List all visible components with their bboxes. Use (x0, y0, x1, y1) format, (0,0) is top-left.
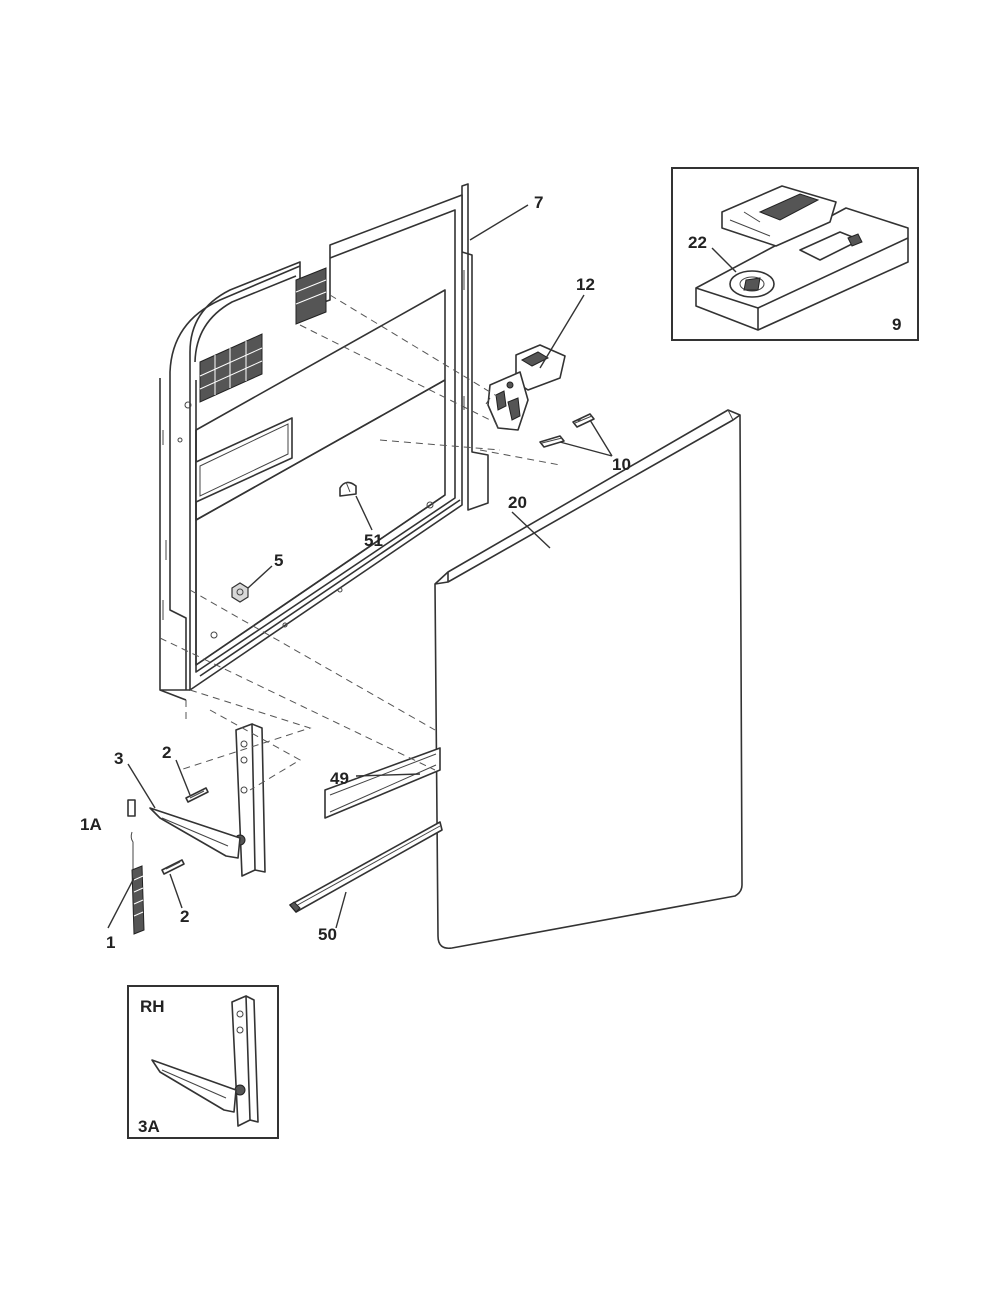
label-part-7: 7 (534, 193, 543, 212)
door-latch-part-12 (485, 344, 566, 431)
screw-part-2-lower (161, 859, 185, 875)
label-part-50: 50 (318, 925, 337, 944)
hinge-part-3 (149, 723, 266, 877)
clip-part-51 (339, 481, 357, 497)
leader-lines (107, 204, 737, 929)
screw-part-2-upper (185, 787, 209, 803)
label-part-1a: 1A (80, 815, 102, 834)
clip-part-1a (127, 799, 136, 817)
label-part-5: 5 (274, 551, 283, 570)
nut-part-5 (231, 582, 249, 603)
label-part-3a: 3A (138, 1117, 160, 1136)
spring-part-1 (130, 831, 145, 935)
inner-door-panel (159, 183, 489, 701)
label-part-49: 49 (330, 769, 349, 788)
label-part-10: 10 (612, 455, 631, 474)
label-part-3: 3 (114, 749, 123, 768)
rh-label: RH (140, 997, 165, 1016)
screws-part-10 (539, 413, 595, 448)
label-part-12: 12 (576, 275, 595, 294)
label-part-51: 51 (364, 531, 383, 550)
label-part-9: 9 (892, 315, 901, 334)
outer-door-panel-part-20 (434, 409, 743, 950)
label-part-1: 1 (106, 933, 115, 952)
label-part-2-upper: 2 (162, 743, 171, 762)
label-part-22: 22 (688, 233, 707, 252)
part-number-labels: 7 12 22 9 10 20 51 5 3 2 1A 2 1 49 50 3A (80, 193, 901, 1136)
vent-grille (199, 333, 263, 403)
trim-strip-part-49 (324, 747, 441, 819)
inset-detergent-dispenser (671, 167, 919, 341)
upper-bracket (295, 267, 327, 325)
label-part-2-lower: 2 (180, 907, 189, 926)
assembly-guide-lines (159, 294, 561, 791)
label-part-20: 20 (508, 493, 527, 512)
trim-strip-part-50 (289, 821, 443, 913)
inset-rh-hinge: RH (127, 985, 279, 1139)
